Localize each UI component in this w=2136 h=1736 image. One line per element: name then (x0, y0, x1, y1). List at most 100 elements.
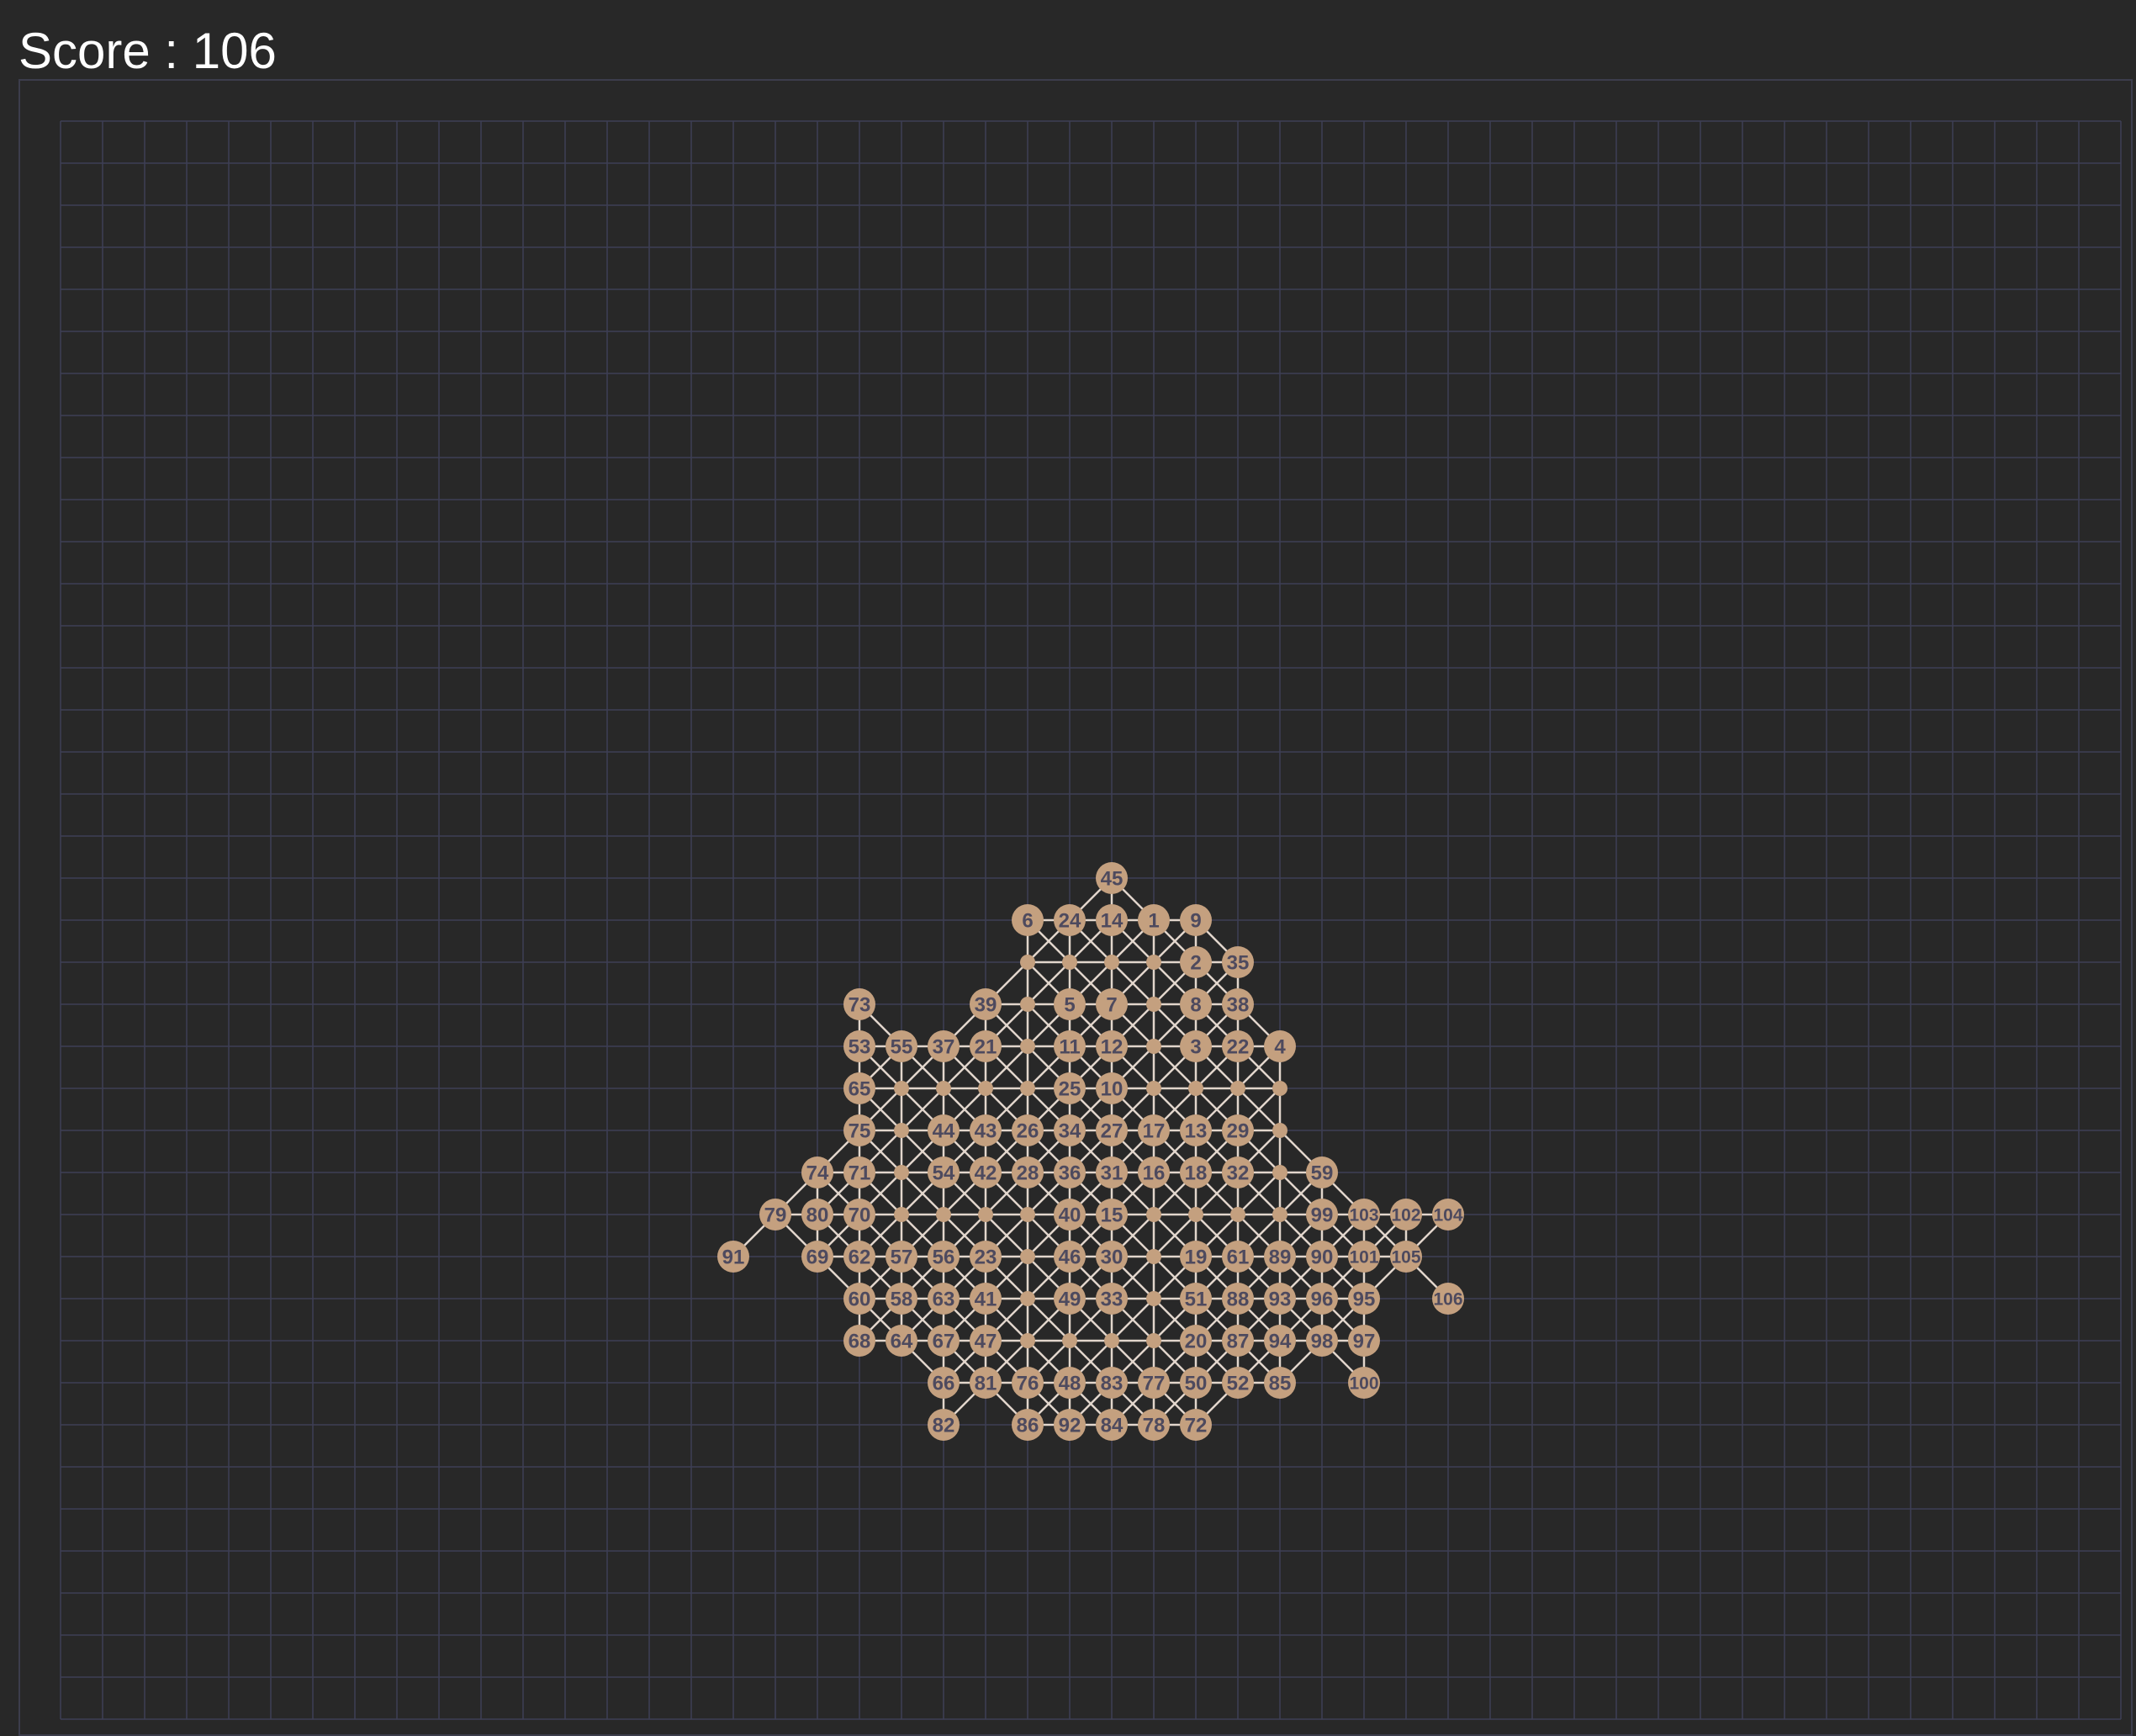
node-82[interactable]: 82 (928, 1409, 960, 1441)
node-72[interactable]: 72 (1180, 1409, 1212, 1441)
node-83[interactable]: 83 (1096, 1367, 1128, 1399)
node-30[interactable]: 30 (1096, 1241, 1128, 1273)
node-49[interactable]: 49 (1054, 1283, 1086, 1315)
node-8[interactable]: 8 (1180, 988, 1212, 1020)
node-88[interactable]: 88 (1222, 1283, 1254, 1315)
node-60[interactable]: 60 (843, 1283, 875, 1315)
node-11[interactable]: 11 (1054, 1030, 1086, 1062)
node-64[interactable]: 64 (886, 1325, 917, 1357)
node-66[interactable]: 66 (928, 1367, 960, 1399)
node-97[interactable]: 97 (1348, 1325, 1380, 1357)
node-7[interactable]: 7 (1096, 988, 1128, 1020)
node-93[interactable]: 93 (1264, 1283, 1296, 1315)
node-103[interactable]: 103 (1348, 1199, 1380, 1231)
node-27[interactable]: 27 (1096, 1114, 1128, 1146)
node-58[interactable]: 58 (886, 1283, 917, 1315)
node-67[interactable]: 67 (928, 1325, 960, 1357)
node-56[interactable]: 56 (928, 1241, 960, 1273)
node-71[interactable]: 71 (843, 1156, 875, 1188)
node-91[interactable]: 91 (717, 1241, 749, 1273)
node-51[interactable]: 51 (1180, 1283, 1212, 1315)
node-19[interactable]: 19 (1180, 1241, 1212, 1273)
node-17[interactable]: 17 (1138, 1114, 1170, 1146)
node-5[interactable]: 5 (1054, 988, 1086, 1020)
node-77[interactable]: 77 (1138, 1367, 1170, 1399)
node-90[interactable]: 90 (1306, 1241, 1338, 1273)
node-44[interactable]: 44 (928, 1114, 960, 1146)
node-26[interactable]: 26 (1012, 1114, 1044, 1146)
node-46[interactable]: 46 (1054, 1241, 1086, 1273)
node-55[interactable]: 55 (886, 1030, 917, 1062)
node-40[interactable]: 40 (1054, 1199, 1086, 1231)
node-81[interactable]: 81 (970, 1367, 1002, 1399)
node-43[interactable]: 43 (970, 1114, 1002, 1146)
node-12[interactable]: 12 (1096, 1030, 1128, 1062)
node-34[interactable]: 34 (1054, 1114, 1086, 1146)
node-37[interactable]: 37 (928, 1030, 960, 1062)
node-92[interactable]: 92 (1054, 1409, 1086, 1441)
node-42[interactable]: 42 (970, 1156, 1002, 1188)
node-50[interactable]: 50 (1180, 1367, 1212, 1399)
node-59[interactable]: 59 (1306, 1156, 1338, 1188)
node-29[interactable]: 29 (1222, 1114, 1254, 1146)
node-2[interactable]: 2 (1180, 946, 1212, 978)
node-85[interactable]: 85 (1264, 1367, 1296, 1399)
node-84[interactable]: 84 (1096, 1409, 1128, 1441)
node-48[interactable]: 48 (1054, 1367, 1086, 1399)
node-100[interactable]: 100 (1348, 1367, 1380, 1399)
node-102[interactable]: 102 (1390, 1199, 1422, 1231)
node-74[interactable]: 74 (801, 1156, 833, 1188)
node-99[interactable]: 99 (1306, 1199, 1338, 1231)
node-98[interactable]: 98 (1306, 1325, 1338, 1357)
node-76[interactable]: 76 (1012, 1367, 1044, 1399)
node-70[interactable]: 70 (843, 1199, 875, 1231)
node-18[interactable]: 18 (1180, 1156, 1212, 1188)
node-89[interactable]: 89 (1264, 1241, 1296, 1273)
node-52[interactable]: 52 (1222, 1367, 1254, 1399)
node-15[interactable]: 15 (1096, 1199, 1128, 1231)
node-20[interactable]: 20 (1180, 1325, 1212, 1357)
node-54[interactable]: 54 (928, 1156, 960, 1188)
node-53[interactable]: 53 (843, 1030, 875, 1062)
node-69[interactable]: 69 (801, 1241, 833, 1273)
node-106[interactable]: 106 (1432, 1283, 1464, 1315)
node-6[interactable]: 6 (1012, 904, 1044, 936)
node-61[interactable]: 61 (1222, 1241, 1254, 1273)
node-78[interactable]: 78 (1138, 1409, 1170, 1441)
node-79[interactable]: 79 (759, 1199, 791, 1231)
node-13[interactable]: 13 (1180, 1114, 1212, 1146)
node-10[interactable]: 10 (1096, 1072, 1128, 1104)
node-94[interactable]: 94 (1264, 1325, 1296, 1357)
node-16[interactable]: 16 (1138, 1156, 1170, 1188)
node-1[interactable]: 1 (1138, 904, 1170, 936)
node-47[interactable]: 47 (970, 1325, 1002, 1357)
node-28[interactable]: 28 (1012, 1156, 1044, 1188)
node-65[interactable]: 65 (843, 1072, 875, 1104)
node-25[interactable]: 25 (1054, 1072, 1086, 1104)
node-68[interactable]: 68 (843, 1325, 875, 1357)
node-24[interactable]: 24 (1054, 904, 1086, 936)
node-32[interactable]: 32 (1222, 1156, 1254, 1188)
node-73[interactable]: 73 (843, 988, 875, 1020)
node-9[interactable]: 9 (1180, 904, 1212, 936)
node-33[interactable]: 33 (1096, 1283, 1128, 1315)
node-45[interactable]: 45 (1096, 862, 1128, 894)
node-105[interactable]: 105 (1390, 1241, 1422, 1273)
node-3[interactable]: 3 (1180, 1030, 1212, 1062)
node-87[interactable]: 87 (1222, 1325, 1254, 1357)
node-41[interactable]: 41 (970, 1283, 1002, 1315)
node-57[interactable]: 57 (886, 1241, 917, 1273)
node-38[interactable]: 38 (1222, 988, 1254, 1020)
node-35[interactable]: 35 (1222, 946, 1254, 978)
node-95[interactable]: 95 (1348, 1283, 1380, 1315)
node-63[interactable]: 63 (928, 1283, 960, 1315)
node-21[interactable]: 21 (970, 1030, 1002, 1062)
node-14[interactable]: 14 (1096, 904, 1128, 936)
node-80[interactable]: 80 (801, 1199, 833, 1231)
node-75[interactable]: 75 (843, 1114, 875, 1146)
node-96[interactable]: 96 (1306, 1283, 1338, 1315)
node-101[interactable]: 101 (1348, 1241, 1380, 1273)
node-104[interactable]: 104 (1432, 1199, 1464, 1231)
